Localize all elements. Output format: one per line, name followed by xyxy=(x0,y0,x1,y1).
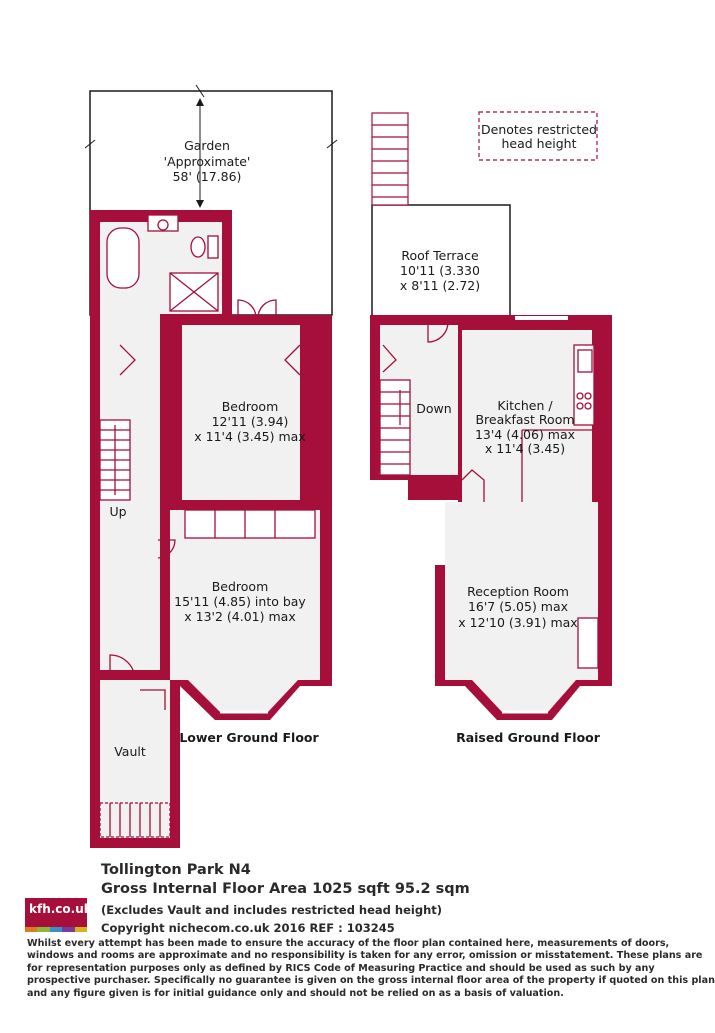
lower-ground-floor-label: Lower Ground Floor xyxy=(179,730,319,745)
raised-ground-labels: Denotes restricted head height Roof Terr… xyxy=(400,122,601,745)
vault-label: Vault xyxy=(114,744,146,759)
legend-line2: head height xyxy=(501,136,576,151)
front-bedroom-dims2: x 13'2 (4.01) max xyxy=(184,609,295,624)
raised-ground-details xyxy=(379,316,599,714)
roof-terrace-dims2: x 8'11 (2.72) xyxy=(400,278,480,293)
kitchen-name2: Breakfast Room xyxy=(475,412,574,427)
stairs-down-label: Down xyxy=(416,401,451,416)
front-bedroom-name: Bedroom xyxy=(212,579,269,594)
logo-text: kfh.co.uk xyxy=(29,902,92,916)
roof-terrace-dims1: 10'11 (3.330 xyxy=(400,263,480,278)
kitchen-dims2: x 11'4 (3.45) xyxy=(485,441,565,456)
restricted-height-legend xyxy=(478,111,598,161)
garden-note: 'Approximate' xyxy=(164,154,251,169)
kitchen-dims1: 13'4 (4.06) max xyxy=(475,427,575,442)
legend-line1: Denotes restricted xyxy=(481,122,597,137)
reception-name: Reception Room xyxy=(467,584,569,599)
lower-ground-labels: Garden 'Approximate' 58' (17.86) Bedroom… xyxy=(109,138,319,759)
floor-area: Gross Internal Floor Area 1025 sqft 95.2… xyxy=(101,881,470,897)
lower-ground-details xyxy=(99,214,316,838)
kitchen-name1: Kitchen / xyxy=(497,398,553,413)
roof-terrace-outline xyxy=(371,204,511,318)
external-stair xyxy=(371,112,409,206)
property-address: Tollington Park N4 xyxy=(101,862,251,878)
front-bedroom-dims1: 15'11 (4.85) into bay xyxy=(174,594,306,609)
rear-bedroom-dims1: 12'11 (3.94) xyxy=(212,414,289,429)
copyright-ref: Copyright nichecom.co.uk 2016 REF : 1032… xyxy=(101,921,395,935)
stairs-up-label: Up xyxy=(109,504,126,519)
garden-name: Garden xyxy=(184,138,230,153)
kfh-logo: kfh.co.uk xyxy=(25,898,92,932)
raised-ground-rooms xyxy=(380,325,598,712)
raised-ground-floor-label: Raised Ground Floor xyxy=(456,730,601,745)
logo-color-bars xyxy=(25,927,88,932)
disclaimer-text: Whilst every attempt has been made to en… xyxy=(27,938,715,999)
garden-dims: 58' (17.86) xyxy=(173,169,242,184)
rear-bedroom-dims2: x 11'4 (3.45) max xyxy=(194,429,305,444)
rear-bedroom-name: Bedroom xyxy=(222,399,279,414)
reception-dims1: 16'7 (5.05) max xyxy=(468,599,568,614)
floor-plan: Garden 'Approximate' 58' (17.86) Bedroom… xyxy=(84,84,612,848)
roof-terrace-name: Roof Terrace xyxy=(401,248,479,263)
reception-dims2: x 12'10 (3.91) max xyxy=(458,615,577,630)
area-exclusion-note: (Excludes Vault and includes restricted … xyxy=(101,903,443,917)
